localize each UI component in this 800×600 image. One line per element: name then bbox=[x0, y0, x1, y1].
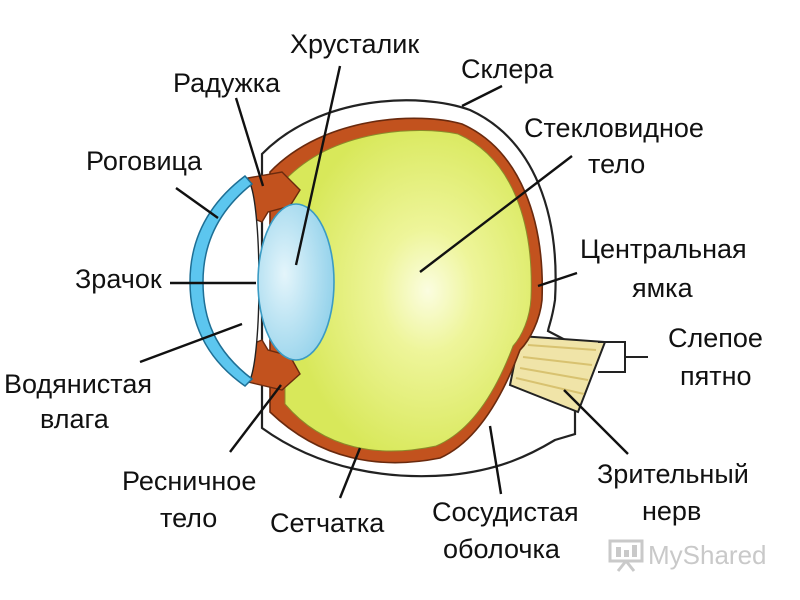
pointer-vodyanistaya bbox=[139, 322, 243, 364]
label-raduzhka: Радужка bbox=[173, 68, 281, 98]
label-slepoe-2: пятно bbox=[680, 361, 752, 391]
label-zritelny-1: Зрительный bbox=[597, 459, 749, 489]
label-slepoe-1: Слепое bbox=[668, 323, 763, 353]
label-vodyanistaya-2: влага bbox=[40, 404, 110, 434]
label-resnichnoe-1: Ресничное bbox=[122, 466, 256, 496]
label-tsentralnaya-1: Центральная bbox=[580, 234, 747, 264]
label-steklovidnoe-2: тело bbox=[588, 149, 645, 179]
pointer-setchatka bbox=[338, 447, 362, 499]
pointer-resnichnoe bbox=[229, 384, 282, 453]
label-sklera: Склера bbox=[461, 54, 554, 84]
label-sosudistaya-1: Сосудистая bbox=[432, 497, 579, 527]
watermark-text: MyShared bbox=[648, 540, 767, 570]
pointer-sklera bbox=[461, 84, 503, 108]
label-zrachok: Зрачок bbox=[75, 264, 162, 294]
pointer-raduzhka bbox=[234, 97, 265, 187]
pointer-tsentralnaya bbox=[537, 271, 578, 288]
label-setchatka: Сетчатка bbox=[270, 508, 385, 538]
label-tsentralnaya-2: ямка bbox=[632, 273, 694, 303]
label-resnichnoe-2: тело bbox=[160, 503, 217, 533]
label-steklovidnoe-1: Стекловидное bbox=[524, 113, 704, 143]
pointer-rogovitsa bbox=[175, 187, 219, 219]
label-rogovitsa: Роговица bbox=[86, 146, 203, 176]
lens-shape bbox=[257, 203, 335, 361]
pointer-sosudistaya bbox=[488, 425, 503, 495]
presentation-icon bbox=[607, 537, 645, 578]
pointer-steklovidnoe bbox=[419, 155, 573, 273]
pointer-khrustalik bbox=[294, 65, 342, 266]
label-sosudistaya-2: оболочка bbox=[443, 534, 561, 564]
cornea-shape bbox=[189, 174, 254, 387]
pointer-zritelny bbox=[563, 389, 629, 455]
vitreous-body-shape bbox=[284, 130, 532, 452]
label-vodyanistaya-1: Водянистая bbox=[4, 369, 152, 399]
label-khrustalik: Хрусталик bbox=[290, 29, 419, 59]
label-zritelny-2: нерв bbox=[642, 496, 701, 526]
